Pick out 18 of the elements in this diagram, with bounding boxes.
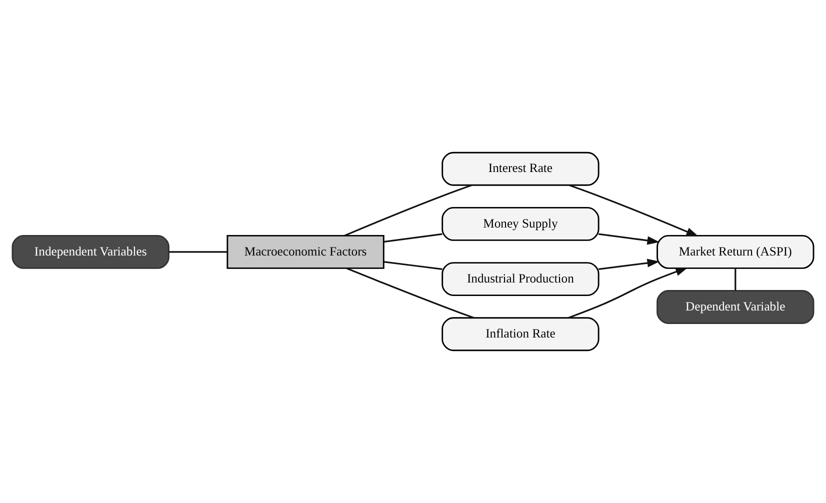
node-box: Money Supply xyxy=(442,206,600,241)
node-box: Inflation Rate xyxy=(442,317,600,352)
connector xyxy=(384,260,442,270)
connector xyxy=(346,268,474,319)
arrow xyxy=(598,258,660,270)
connector xyxy=(384,233,442,243)
arrow xyxy=(598,233,660,245)
node-box: Macroeconomic Factors xyxy=(226,234,384,269)
connector xyxy=(344,184,472,236)
node-box: Interest Rate xyxy=(442,152,600,186)
node-box: Independent Variables xyxy=(12,234,170,269)
node-box: Dependent Variable xyxy=(656,290,814,324)
connector xyxy=(168,251,228,253)
connector xyxy=(734,268,736,291)
arrow xyxy=(568,267,688,318)
node-box: Market Return (ASPI) xyxy=(656,234,814,269)
arrow xyxy=(569,184,699,237)
node-box: Industrial Production xyxy=(442,262,600,296)
